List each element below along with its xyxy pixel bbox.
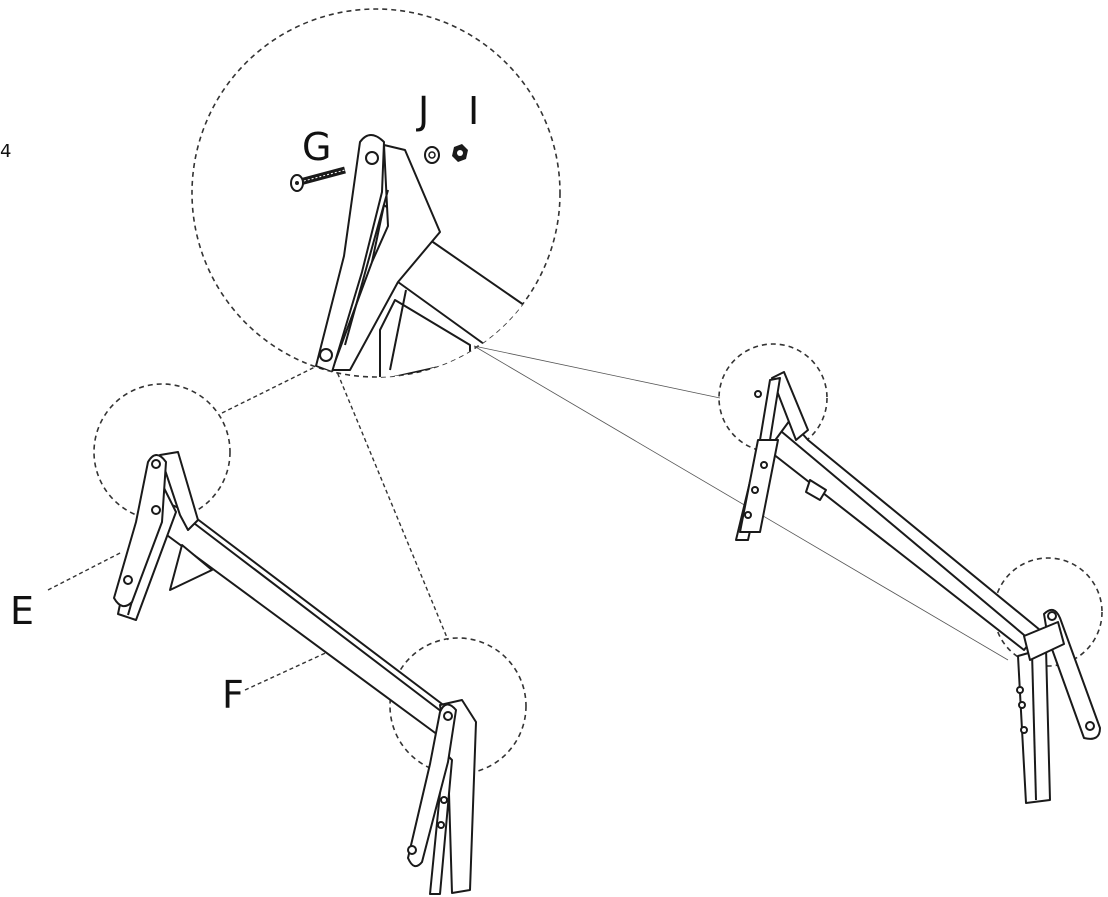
bolt-icon xyxy=(290,166,346,192)
part-label-i: I xyxy=(468,89,480,133)
zoom-brace xyxy=(379,299,471,377)
zoom-front-plate xyxy=(315,134,385,373)
part-label-e: E xyxy=(10,589,35,633)
washer-icon xyxy=(424,146,440,164)
crossbar-f xyxy=(159,504,451,736)
left-frame-assembly xyxy=(113,451,477,895)
right-frame-assembly xyxy=(735,371,1101,804)
detail-circle-right-bottom xyxy=(993,557,1103,667)
zoom-leader-left xyxy=(221,361,326,414)
part-label-g: G xyxy=(302,125,332,169)
detail-circle-left-top xyxy=(93,383,231,521)
zoom-leader-right xyxy=(334,366,449,641)
part-label-j: J xyxy=(418,89,430,133)
label-e-leader xyxy=(47,551,123,591)
nut-icon xyxy=(452,144,468,162)
detail-circle-left-bottom xyxy=(389,637,527,775)
zoom-detail-circle xyxy=(191,8,561,378)
zoom-leader-right-bottom xyxy=(473,345,1009,661)
label-f-leader xyxy=(244,649,333,691)
plate-e xyxy=(113,454,167,608)
zoom-leader-right-top xyxy=(473,345,721,399)
part-label-f: F xyxy=(222,673,244,717)
step-number: 4 xyxy=(0,141,12,162)
zoom-rear-leg xyxy=(331,144,441,371)
